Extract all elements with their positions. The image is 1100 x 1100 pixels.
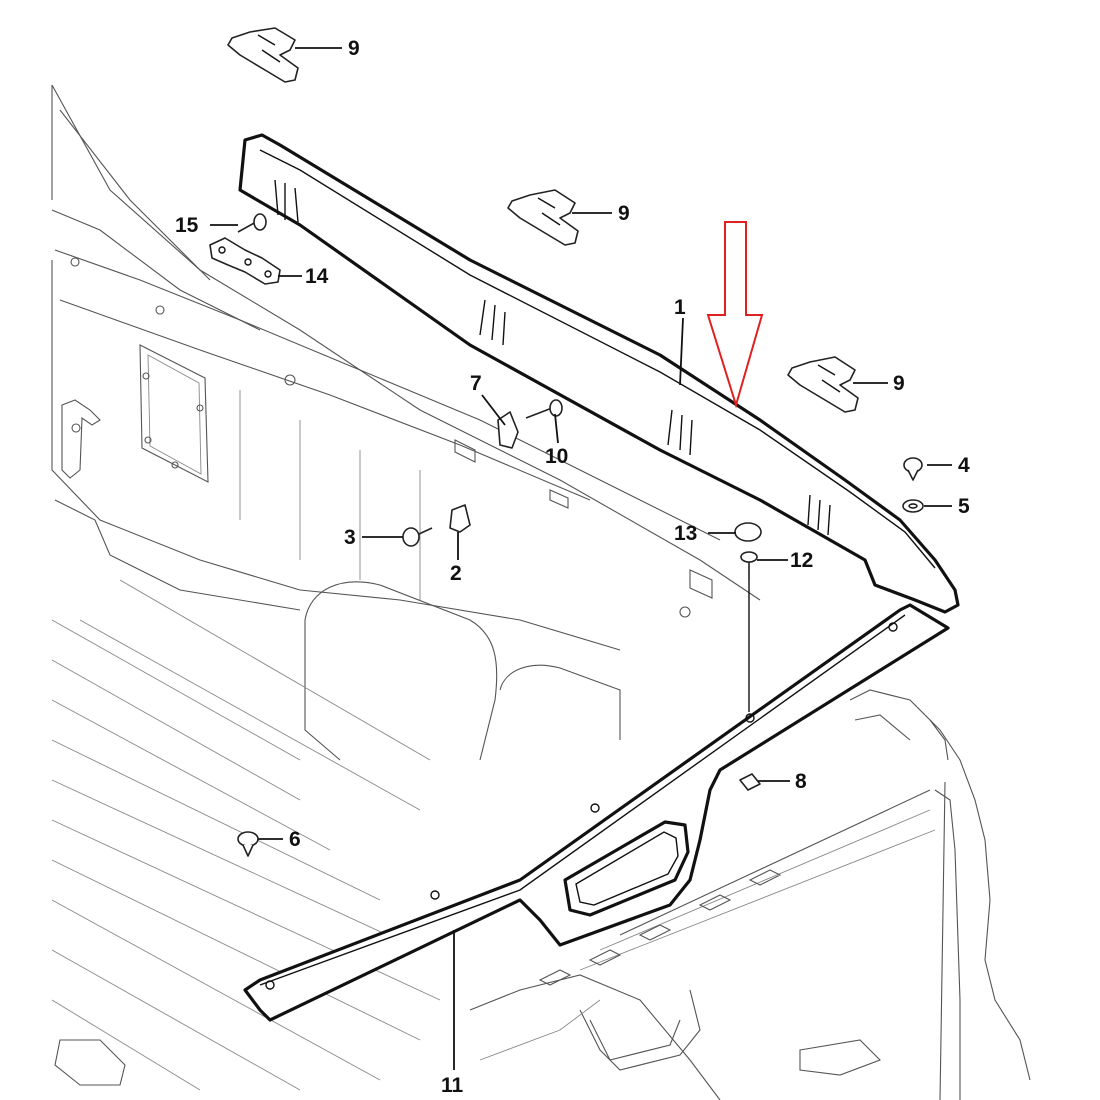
part-5-washer — [902, 499, 924, 513]
part-1-rail-cap — [238, 133, 960, 614]
part-2-nut-clip — [449, 504, 471, 533]
part-9-cleat-right — [787, 356, 859, 413]
part-11-tailgate-cap — [243, 603, 950, 1022]
callout-7: 7 — [470, 372, 482, 395]
callout-labels: 9 9 9 1 4 5 15 14 7 10 3 2 13 12 8 6 11 — [175, 37, 970, 1097]
part-9-cleat-top — [227, 27, 299, 83]
part-14-bracket — [209, 237, 281, 285]
part-7-clip — [497, 411, 519, 449]
part-8-nut — [739, 773, 761, 791]
callout-15: 15 — [175, 214, 199, 237]
part-12-screw — [740, 551, 758, 712]
part-6-push-pin — [237, 831, 259, 857]
callout-9-middle: 9 — [618, 202, 630, 225]
callout-8: 8 — [795, 770, 807, 793]
callout-9-right: 9 — [893, 372, 905, 395]
callout-2: 2 — [450, 562, 462, 585]
callout-10: 10 — [545, 445, 568, 468]
callout-14: 14 — [305, 265, 329, 288]
part-3-bolt — [402, 527, 433, 547]
callout-5: 5 — [958, 495, 970, 518]
callout-11: 11 — [441, 1074, 464, 1097]
part-4-push-pin — [903, 457, 923, 481]
callout-3: 3 — [344, 526, 356, 549]
part-10-bolt — [525, 399, 563, 419]
part-13-plug — [734, 522, 762, 542]
callout-9-top: 9 — [348, 37, 360, 60]
callout-13: 13 — [674, 522, 697, 545]
callout-6: 6 — [289, 828, 301, 851]
part-9-cleat-middle — [507, 189, 579, 246]
highlight-arrow — [706, 221, 764, 409]
callout-4: 4 — [958, 454, 970, 477]
callout-12: 12 — [790, 549, 813, 572]
truck-bed-background — [51, 84, 1031, 1100]
part-15-bolt — [237, 213, 267, 233]
callout-1: 1 — [674, 296, 686, 319]
leader-lines — [210, 47, 952, 1070]
